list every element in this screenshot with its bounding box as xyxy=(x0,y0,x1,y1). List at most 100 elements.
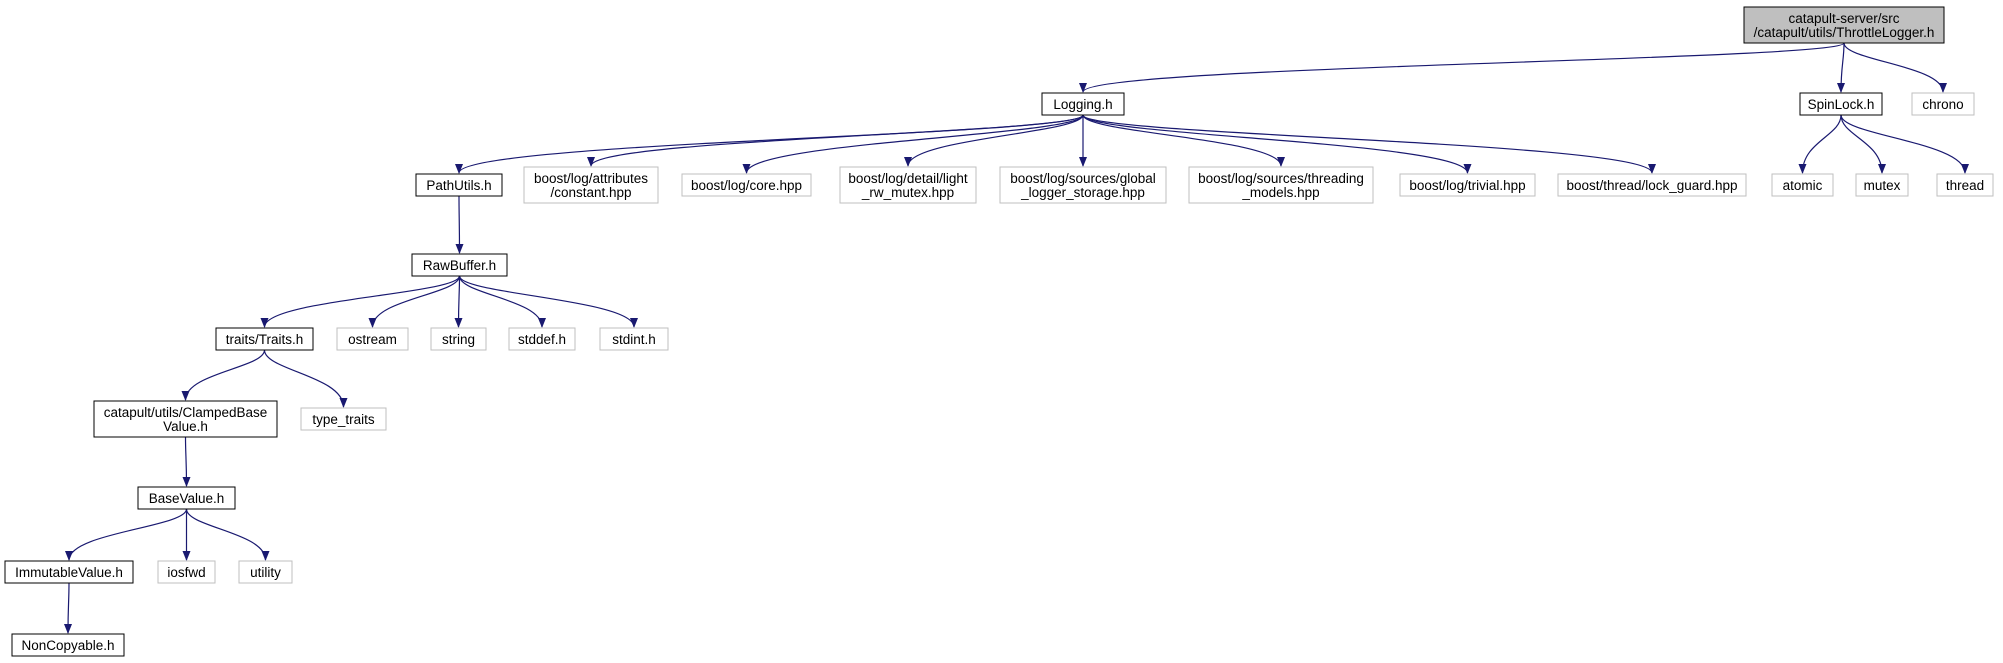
node-label: Value.h xyxy=(163,419,208,434)
node-stdint: stdint.h xyxy=(599,327,669,351)
node-logging[interactable]: Logging.h xyxy=(1041,92,1125,116)
node-label: boost/log/sources/global xyxy=(1010,171,1156,186)
node-label: /catapult/utils/ThrottleLogger.h xyxy=(1754,25,1935,40)
node-base_value[interactable]: BaseValue.h xyxy=(137,486,236,510)
node-box xyxy=(157,560,216,584)
edges-layer xyxy=(64,42,1969,634)
node-box xyxy=(1771,173,1834,197)
node-label: chrono xyxy=(1922,97,1963,112)
node-boost_trivial: boost/log/trivial.hpp xyxy=(1399,173,1536,197)
edge-spinlock-to-mutex xyxy=(1840,114,1886,174)
nodes-layer: catapult-server/src/catapult/utils/Throt… xyxy=(4,6,1994,657)
edge-pathutils-to-rawbuffer xyxy=(455,195,464,254)
edge-logging-to-boost_attr_constant xyxy=(587,114,1084,167)
node-label: traits/Traits.h xyxy=(226,332,304,347)
node-label: boost/thread/lock_guard.hpp xyxy=(1566,178,1737,193)
node-stddef: stddef.h xyxy=(508,327,576,351)
node-box xyxy=(523,166,659,204)
node-label: boost/log/trivial.hpp xyxy=(1409,178,1525,193)
node-label: atomic xyxy=(1783,178,1823,193)
edge-throttle_logger-to-logging xyxy=(1079,42,1845,93)
node-spinlock[interactable]: SpinLock.h xyxy=(1799,92,1883,116)
node-mutex: mutex xyxy=(1855,173,1909,197)
edge-clamped_base_value-to-base_value xyxy=(182,436,191,487)
node-label: _logger_storage.hpp xyxy=(1020,185,1145,200)
edge-logging-to-boost_lock_guard xyxy=(1082,114,1656,174)
node-thread: thread xyxy=(1936,173,1994,197)
node-boost_core: boost/log/core.hpp xyxy=(681,173,812,197)
node-box xyxy=(336,327,409,351)
node-label: ImmutableValue.h xyxy=(15,565,123,580)
node-label: thread xyxy=(1946,178,1984,193)
node-box xyxy=(430,327,487,351)
node-pathutils[interactable]: PathUtils.h xyxy=(415,173,503,197)
node-boost_lock_guard: boost/thread/lock_guard.hpp xyxy=(1557,173,1747,197)
node-boost_global_logger: boost/log/sources/global_logger_storage.… xyxy=(999,166,1167,204)
node-rawbuffer[interactable]: RawBuffer.h xyxy=(411,253,508,277)
edge-base_value-to-utility xyxy=(185,508,270,561)
node-box xyxy=(1188,166,1374,204)
node-label: Logging.h xyxy=(1053,97,1112,112)
node-type_traits: type_traits xyxy=(300,407,387,431)
node-label: boost/log/sources/threading xyxy=(1198,171,1364,186)
node-label: boost/log/attributes xyxy=(534,171,648,186)
node-label: catapult/utils/ClampedBase xyxy=(104,405,268,420)
node-string: string xyxy=(430,327,487,351)
edge-rawbuffer-to-stddef xyxy=(458,275,546,328)
node-box xyxy=(137,486,236,510)
edge-logging-to-boost_trivial xyxy=(1082,114,1472,174)
node-box xyxy=(415,173,503,197)
node-label: _models.hpp xyxy=(1241,185,1319,200)
node-box xyxy=(4,560,134,584)
node-box xyxy=(238,560,293,584)
node-box xyxy=(1936,173,1994,197)
node-immutable_value[interactable]: ImmutableValue.h xyxy=(4,560,134,584)
node-label: catapult-server/src xyxy=(1788,11,1899,26)
node-iosfwd: iosfwd xyxy=(157,560,216,584)
node-label: mutex xyxy=(1864,178,1901,193)
edge-immutable_value-to-noncopyable xyxy=(64,582,73,634)
node-label: string xyxy=(442,332,475,347)
node-label: SpinLock.h xyxy=(1808,97,1875,112)
node-box xyxy=(1799,92,1883,116)
node-label: iosfwd xyxy=(167,565,205,580)
node-box xyxy=(1855,173,1909,197)
node-label: _rw_mutex.hpp xyxy=(861,185,954,200)
node-label: boost/log/core.hpp xyxy=(691,178,802,193)
edge-traits-to-clamped_base_value xyxy=(181,349,266,401)
node-label: PathUtils.h xyxy=(426,178,491,193)
edge-logging-to-pathutils xyxy=(455,114,1084,174)
node-label: BaseValue.h xyxy=(149,491,225,506)
node-label: stddef.h xyxy=(518,332,566,347)
node-throttle_logger[interactable]: catapult-server/src/catapult/utils/Throt… xyxy=(1743,6,1945,44)
edge-base_value-to-immutable_value xyxy=(65,508,188,561)
edge-spinlock-to-atomic xyxy=(1798,114,1842,174)
node-ostream: ostream xyxy=(336,327,409,351)
node-noncopyable[interactable]: NonCopyable.h xyxy=(11,633,125,657)
node-box xyxy=(681,173,812,197)
edge-rawbuffer-to-ostream xyxy=(368,275,461,328)
node-label: /constant.hpp xyxy=(550,185,631,200)
node-box xyxy=(93,400,278,438)
edge-rawbuffer-to-stdint xyxy=(458,275,638,328)
edge-throttle_logger-to-chrono xyxy=(1843,42,1947,93)
node-utility: utility xyxy=(238,560,293,584)
edge-rawbuffer-to-traits xyxy=(260,275,461,328)
node-box xyxy=(300,407,387,431)
node-traits[interactable]: traits/Traits.h xyxy=(215,327,314,351)
edge-spinlock-to-thread xyxy=(1840,114,1969,174)
node-box xyxy=(1557,173,1747,197)
node-label: RawBuffer.h xyxy=(423,258,496,273)
node-box xyxy=(411,253,508,277)
node-box xyxy=(999,166,1167,204)
node-label: ostream xyxy=(348,332,397,347)
node-box xyxy=(11,633,125,657)
node-label: utility xyxy=(250,565,281,580)
edge-logging-to-boost_core xyxy=(742,114,1084,174)
node-boost_attr_constant: boost/log/attributes/constant.hpp xyxy=(523,166,659,204)
node-label: boost/log/detail/light xyxy=(848,171,968,186)
edge-logging-to-boost_light_rw_mutex xyxy=(904,114,1084,167)
edge-throttle_logger-to-spinlock xyxy=(1837,42,1846,93)
